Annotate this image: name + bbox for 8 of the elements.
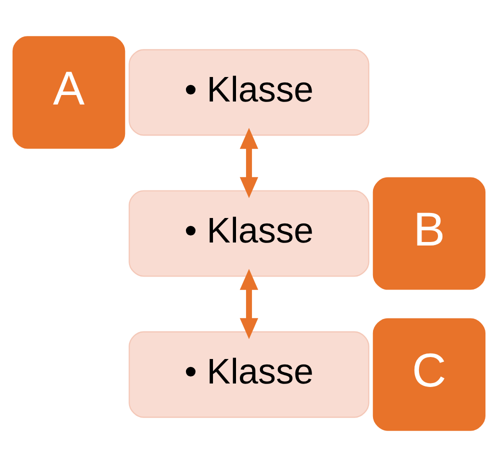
- node-box: • Klasse: [128, 190, 370, 277]
- node-box: B: [372, 177, 486, 290]
- arrow: [240, 128, 258, 198]
- node-box: • Klasse: [128, 331, 370, 418]
- node-box: C: [372, 318, 486, 431]
- node-box: • Klasse: [128, 49, 370, 136]
- node-box: A: [12, 36, 126, 149]
- arrow: [240, 268, 258, 340]
